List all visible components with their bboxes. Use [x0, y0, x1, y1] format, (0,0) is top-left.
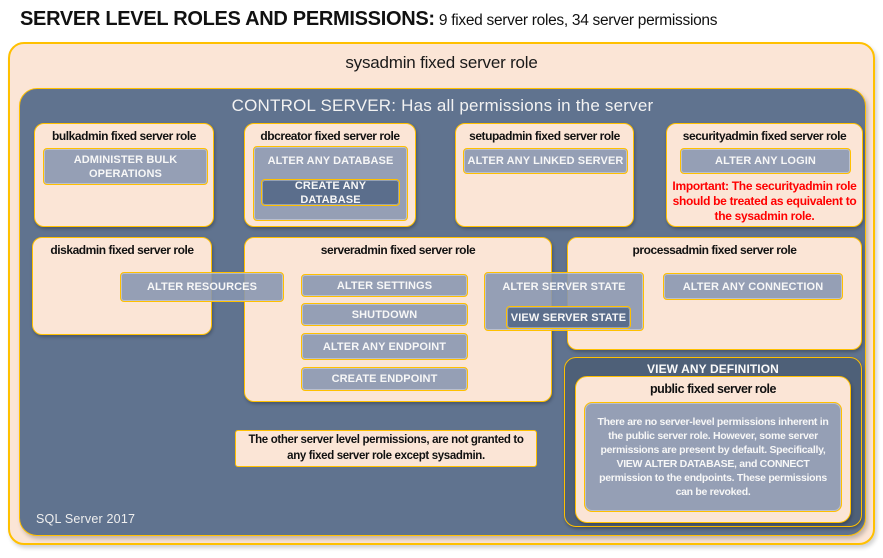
other-permissions-note: The other server level permissions, are … — [235, 430, 537, 467]
view-server-state-permission: VIEW SERVER STATE — [506, 306, 631, 329]
diskadmin-role-label: diskadmin fixed server role — [50, 243, 194, 257]
dbcreator-role-label: dbcreator fixed server role — [260, 129, 400, 143]
alter-any-linked-server-permission: ALTER ANY LINKED SERVER — [463, 148, 628, 174]
alter-any-endpoint-permission: ALTER ANY ENDPOINT — [301, 333, 468, 360]
create-any-database-permission: CREATE ANY DATABASE — [261, 179, 400, 206]
bulkadmin-role-label: bulkadmin fixed server role — [52, 129, 196, 143]
alter-any-database-permission: ALTER ANY DATABASE CREATE ANY DATABASE — [253, 146, 408, 221]
serveradmin-role-label: serveradmin fixed server role — [320, 243, 476, 257]
page-title-main: SERVER LEVEL ROLES AND PERMISSIONS: — [20, 8, 435, 30]
page-title: SERVER LEVEL ROLES AND PERMISSIONS: 9 fi… — [20, 8, 717, 31]
alter-any-connection-permission: ALTER ANY CONNECTION — [663, 273, 843, 300]
dbcreator-role-box: dbcreator fixed server role ALTER ANY DA… — [244, 123, 416, 227]
processadmin-role-label: processadmin fixed server role — [632, 243, 797, 257]
administer-bulk-operations-permission: ADMINISTER BULK OPERATIONS — [43, 148, 208, 185]
setupadmin-role-label: setupadmin fixed server role — [469, 129, 620, 143]
alter-settings-permission: ALTER SETTINGS — [301, 274, 468, 297]
setupadmin-role-box: setupadmin fixed server role ALTER ANY L… — [455, 123, 634, 227]
public-role-label: public fixed server role — [649, 382, 777, 396]
sysadmin-role-label: sysadmin fixed server role — [345, 53, 538, 72]
view-any-definition-label: VIEW ANY DEFINITION — [647, 362, 779, 376]
alter-server-state-label: ALTER SERVER STATE — [502, 281, 626, 293]
public-role-note: There are no server-level permissions in… — [584, 402, 842, 512]
alter-any-login-permission: ALTER ANY LOGIN — [680, 148, 851, 174]
control-server-label: CONTROL SERVER: Has all permissions in t… — [231, 96, 654, 115]
footer-version-label: SQL Server 2017 — [36, 512, 136, 526]
page-title-sub: 9 fixed server roles, 34 server permissi… — [438, 12, 718, 29]
control-server-box: CONTROL SERVER: Has all permissions in t… — [19, 88, 866, 536]
securityadmin-role-box: securityadmin fixed server role ALTER AN… — [666, 123, 863, 227]
alter-any-database-label: ALTER ANY DATABASE — [267, 155, 394, 167]
securityadmin-warning-text: Important: The securityadmin role should… — [672, 179, 857, 223]
create-endpoint-permission: CREATE ENDPOINT — [301, 367, 468, 391]
public-role-box: public fixed server role There are no se… — [575, 376, 851, 523]
shutdown-permission: SHUTDOWN — [301, 303, 468, 326]
alter-resources-permission: ALTER RESOURCES — [120, 272, 284, 302]
alter-server-state-permission: ALTER SERVER STATE VIEW SERVER STATE — [484, 272, 644, 331]
view-any-definition-box: VIEW ANY DEFINITION public fixed server … — [564, 357, 862, 527]
sysadmin-role-box: sysadmin fixed server role CONTROL SERVE… — [8, 42, 875, 545]
bulkadmin-role-box: bulkadmin fixed server role ADMINISTER B… — [34, 123, 214, 227]
securityadmin-role-label: securityadmin fixed server role — [682, 129, 847, 143]
